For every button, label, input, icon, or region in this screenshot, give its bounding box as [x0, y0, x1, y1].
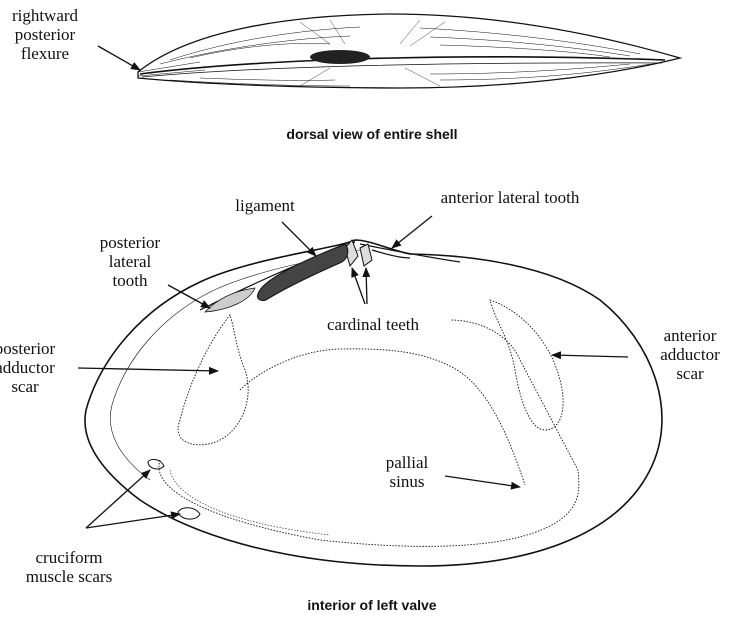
label-anterior-lateral-tooth: anterior lateral tooth	[400, 188, 620, 207]
posterior-adductor-scar-arrow	[78, 368, 218, 371]
cardinal-teeth-arrow-2	[366, 268, 367, 304]
caption-dorsal-view: dorsal view of entire shell	[232, 126, 512, 142]
label-rightward-posterior-flexure: rightward posterior flexure	[0, 6, 90, 63]
anterior-adductor-scar-arrow	[552, 355, 628, 357]
label-posterior-adductor-scar: posterior adductor scar	[0, 339, 75, 396]
dorsal-shell-drawing	[138, 14, 680, 88]
label-anterior-adductor-scar: anterior adductor scar	[640, 326, 740, 383]
label-pallial-sinus: pallial sinus	[362, 453, 452, 491]
label-posterior-lateral-tooth: posterior lateral tooth	[80, 233, 180, 290]
label-ligament: ligament	[210, 196, 320, 215]
label-cruciform-muscle-scars: cruciform muscle scars	[0, 548, 138, 586]
flexure-arrow	[98, 46, 140, 70]
anterior-lateral-tooth-arrow	[392, 216, 432, 248]
cardinal-teeth-arrow-1	[352, 268, 365, 304]
dorsal-ligament-mark	[310, 50, 370, 64]
caption-interior-left-valve: interior of left valve	[232, 597, 512, 613]
label-cardinal-teeth: cardinal teeth	[308, 315, 438, 334]
pallial-sinus-arrow	[445, 476, 520, 487]
ligament-arrow	[282, 222, 316, 256]
cruciform-scar-arrow-2	[86, 514, 180, 528]
